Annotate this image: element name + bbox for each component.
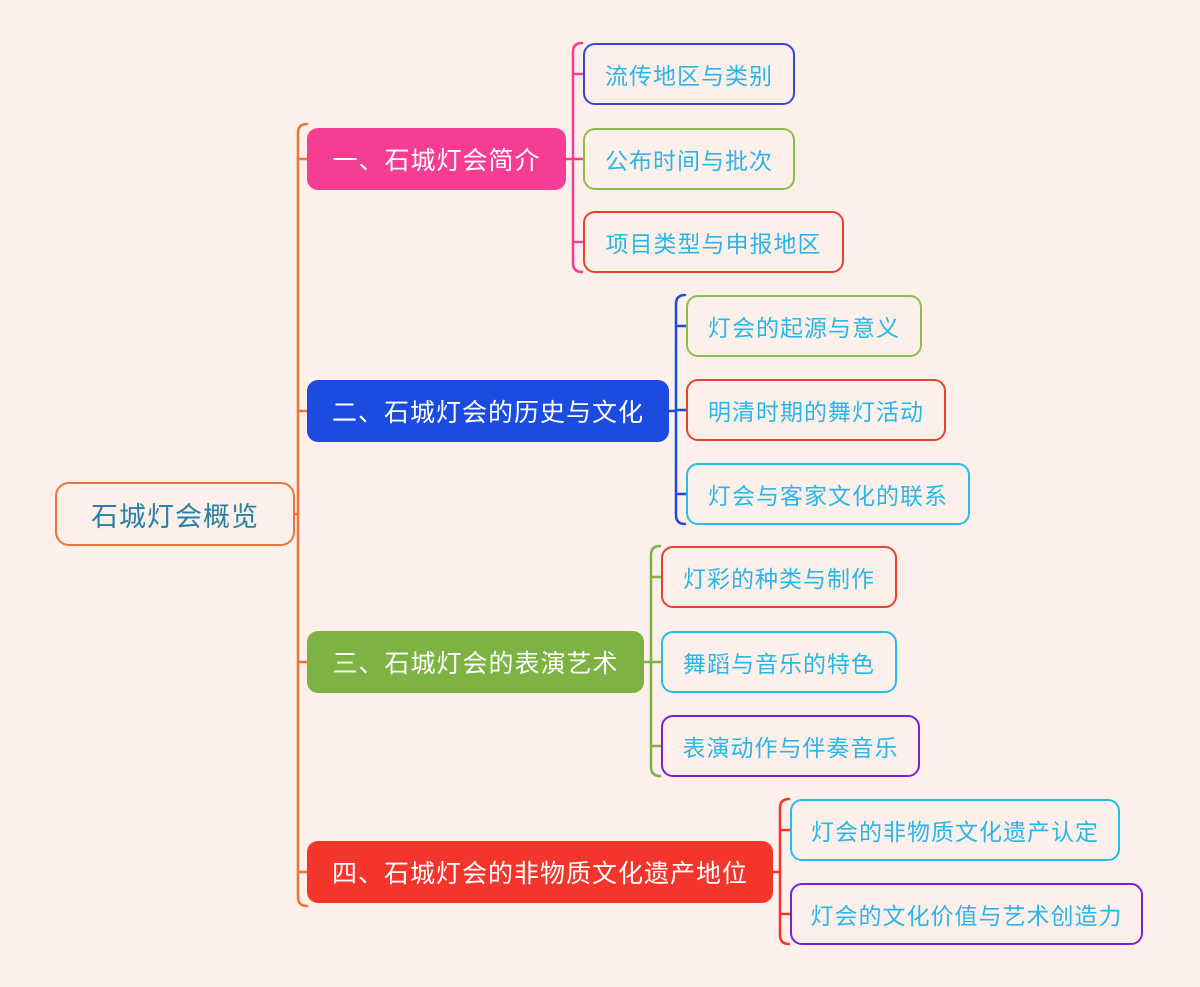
leaf-node-3-1[interactable]: 灯彩的种类与制作 xyxy=(661,546,897,608)
leaf-node-1-3[interactable]: 项目类型与申报地区 xyxy=(583,211,844,273)
leaf-node-3-2[interactable]: 舞蹈与音乐的特色 xyxy=(661,631,897,693)
branch-node-1[interactable]: 一、石城灯会简介 xyxy=(307,128,566,190)
branch-node-2[interactable]: 二、石城灯会的历史与文化 xyxy=(307,380,669,442)
leaf-node-1-1[interactable]: 流传地区与类别 xyxy=(583,43,795,105)
leaf-node-2-3[interactable]: 灯会与客家文化的联系 xyxy=(686,463,970,525)
leaf-node-4-2[interactable]: 灯会的文化价值与艺术创造力 xyxy=(790,883,1143,945)
branch-node-3[interactable]: 三、石城灯会的表演艺术 xyxy=(307,631,644,693)
root-node[interactable]: 石城灯会概览 xyxy=(55,482,295,546)
leaf-node-3-3[interactable]: 表演动作与伴奏音乐 xyxy=(661,715,920,777)
leaf-node-4-1[interactable]: 灯会的非物质文化遗产认定 xyxy=(790,799,1120,861)
leaf-node-2-2[interactable]: 明清时期的舞灯活动 xyxy=(686,379,946,441)
leaf-node-2-1[interactable]: 灯会的起源与意义 xyxy=(686,295,922,357)
leaf-node-1-2[interactable]: 公布时间与批次 xyxy=(583,128,795,190)
branch-node-4[interactable]: 四、石城灯会的非物质文化遗产地位 xyxy=(307,841,773,903)
